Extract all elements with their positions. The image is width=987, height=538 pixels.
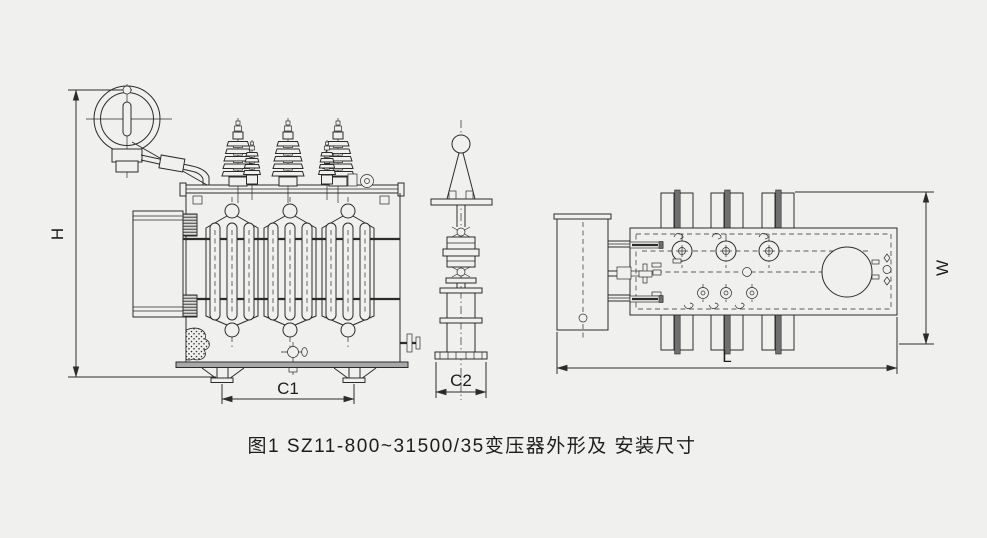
side-cooler-box — [132, 210, 198, 318]
c2-label: C2 — [450, 371, 472, 390]
bottom-radiator-3 — [761, 311, 795, 355]
tank-plan — [629, 227, 898, 316]
hv-bushing-plan-b — [715, 234, 737, 268]
mounting-plate — [430, 198, 493, 206]
lifting-hooks — [673, 233, 769, 309]
oil-level-gauge — [122, 101, 132, 137]
lv-bushing-plan-1 — [697, 284, 709, 302]
dimension-c1: C1 — [221, 379, 355, 404]
right-edge-fittings — [871, 253, 892, 286]
dimension-height: H — [48, 89, 216, 378]
lv-bushing-plan-3 — [746, 284, 758, 302]
base-assembly — [175, 361, 409, 383]
top-view: W L — [553, 189, 952, 374]
thermometer — [347, 173, 374, 188]
top-radiator-2 — [710, 189, 744, 233]
cylinder-base-flange — [434, 351, 488, 360]
manhole — [821, 246, 873, 298]
hv-bushing-plan-c — [758, 234, 780, 268]
conservator — [86, 84, 215, 190]
figure-caption: 图1 SZ11-800~31500/35变压器外形及 安装尺寸 — [248, 435, 697, 457]
dimension-length: L — [556, 317, 898, 374]
side-valve — [400, 333, 421, 353]
width-label: W — [933, 260, 952, 276]
base-plate — [175, 361, 409, 368]
dimension-c2: C2 — [435, 362, 487, 398]
center-fitting — [742, 267, 752, 277]
bottom-radiator-1 — [660, 311, 694, 355]
bushing-side-view: C2 — [430, 120, 493, 400]
pipe-top — [608, 240, 664, 249]
lifting-ring — [451, 134, 471, 154]
c1-label: C1 — [277, 379, 299, 398]
pipe-middle-valve — [608, 263, 662, 284]
top-radiator-1 — [660, 189, 694, 233]
foot-right — [333, 367, 377, 383]
dimension-width: W — [795, 191, 952, 345]
top-radiator-3 — [761, 189, 795, 233]
cooler-box-plan — [553, 213, 664, 340]
cylinder-top-flange — [439, 287, 483, 294]
foot-left — [201, 367, 245, 383]
rating-plate — [185, 327, 210, 361]
height-label: H — [48, 228, 67, 240]
front-view: H — [48, 84, 421, 404]
length-label: L — [722, 347, 731, 366]
conservator-pipe — [140, 154, 210, 187]
lv-bushing-plan-2 — [720, 284, 732, 302]
flange-connector-top — [182, 213, 198, 237]
pipe-bottom — [608, 294, 664, 303]
vent-plug — [122, 85, 132, 95]
flange-connector-bottom — [182, 294, 198, 318]
hv-bushing-plan-a — [671, 234, 693, 268]
